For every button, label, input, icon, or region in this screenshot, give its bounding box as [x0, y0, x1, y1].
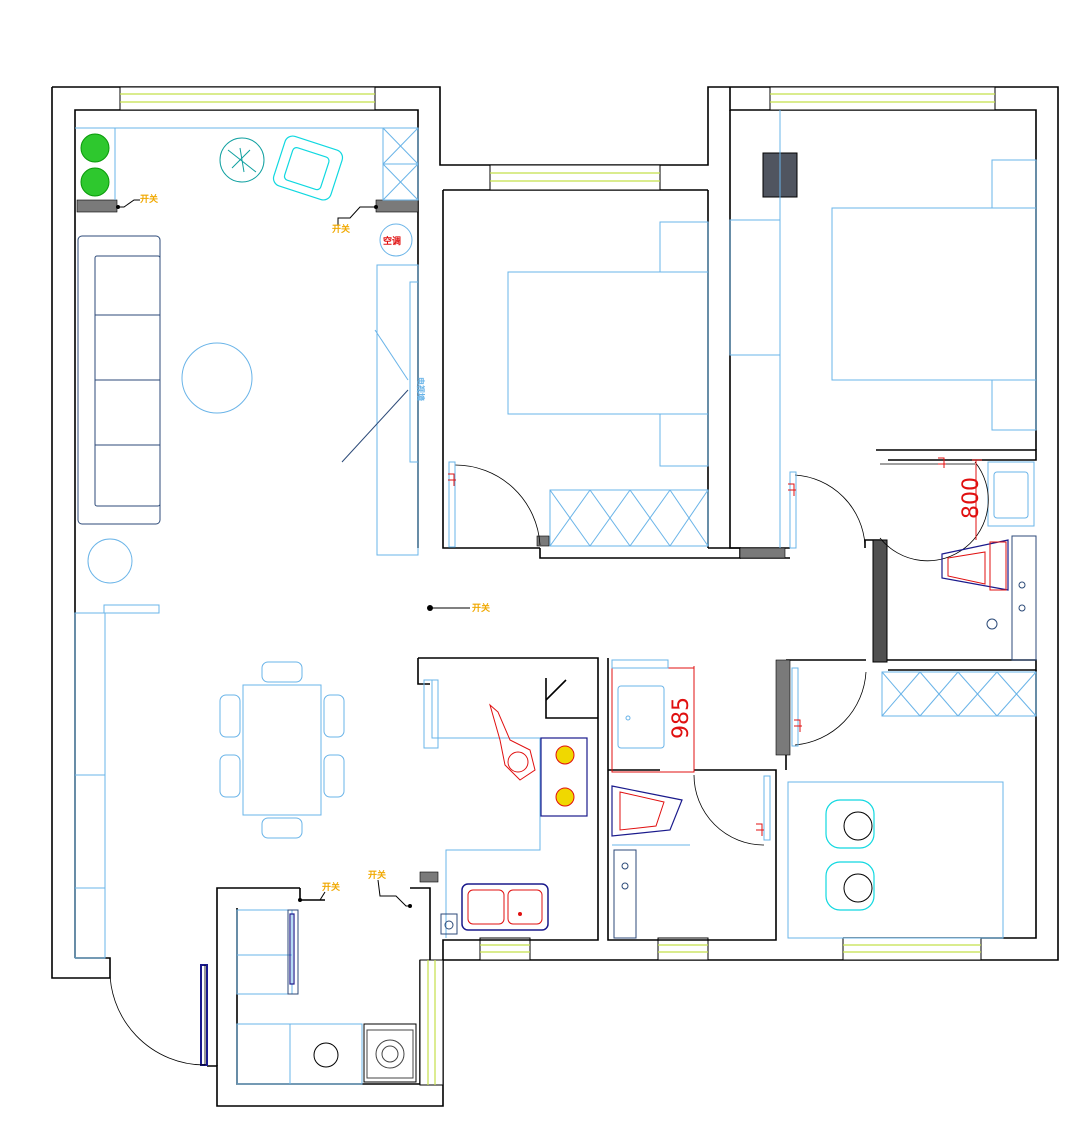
- tv-wall-label: 电视墙: [416, 377, 426, 401]
- master-bedroom: [729, 110, 1037, 549]
- switch-label-4: 开关: [322, 881, 340, 893]
- ac-icon: [379, 223, 413, 257]
- coffee-table: [181, 342, 253, 414]
- wall-stubs: [76, 199, 888, 883]
- bedroom-2: [448, 221, 709, 548]
- washing-machine-icon: [363, 1023, 417, 1083]
- tv-wall: 电视墙: [341, 264, 426, 556]
- door-markers: [448, 457, 946, 836]
- stove-icon: [540, 737, 588, 817]
- sink-icon: [461, 883, 549, 931]
- chair-icon: [825, 799, 875, 911]
- cook-figure-icon: [489, 703, 536, 781]
- kitchen: [423, 678, 598, 938]
- dimension-985: 985: [669, 697, 694, 739]
- study-room: [787, 667, 1037, 939]
- switches: 开关 开关 开关 开关 开关: [116, 193, 490, 908]
- switch-label-2: 开关: [332, 223, 350, 235]
- plant-icon: [80, 133, 110, 197]
- ac-label: 空调: [383, 235, 401, 247]
- sofa-icon: [77, 235, 161, 525]
- master-bath: 800: [879, 459, 1037, 661]
- second-bath: 985: [611, 659, 771, 939]
- switch-label-3: 开关: [472, 602, 490, 614]
- side-table: [87, 538, 133, 584]
- interior-walls: [299, 110, 1037, 960]
- dimension-800: 800: [959, 477, 984, 519]
- laundry-balcony: [236, 909, 417, 1085]
- switch-label-5: 开关: [368, 869, 386, 881]
- toilet-icon: [941, 539, 1009, 591]
- dining-table-icon: [219, 661, 345, 839]
- armchair-icon: [219, 135, 344, 201]
- windows: [119, 86, 996, 1086]
- toilet-icon-2: [611, 785, 683, 837]
- living-room: 空调 电视墙: [74, 127, 426, 1066]
- switch-label-1: 开关: [140, 193, 158, 205]
